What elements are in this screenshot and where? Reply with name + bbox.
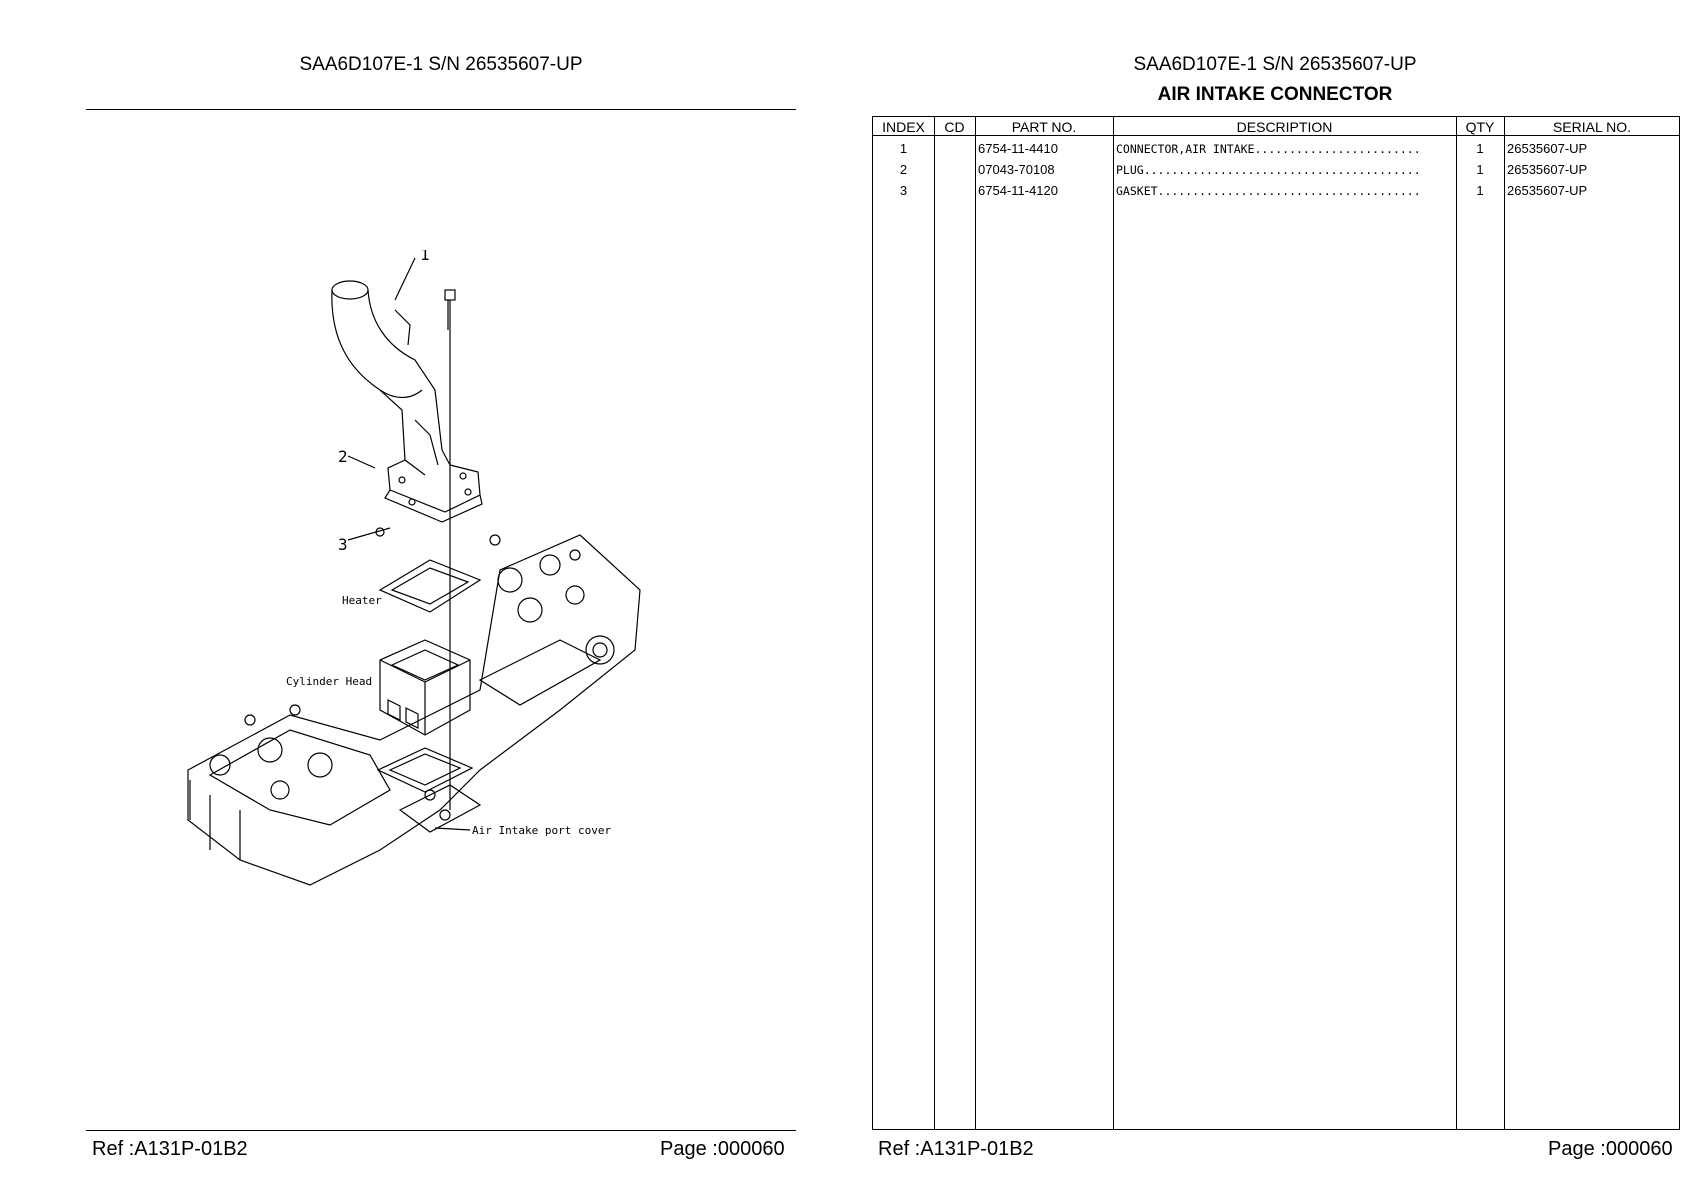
gasket-part	[378, 559, 482, 613]
left-footer-page: Page :000060	[660, 1138, 785, 1160]
row-index: 2	[899, 162, 908, 177]
right-page-title: SAA6D107E-1 S/N 26535607-UP	[1133, 54, 1417, 75]
row-index: 1	[899, 141, 908, 156]
left-header-divider	[86, 109, 796, 110]
callout-2: 2	[338, 447, 348, 466]
row-part-no: 6754-11-4120	[978, 183, 1058, 198]
column-divider	[1113, 117, 1114, 1129]
row-serial: 26535607-UP	[1507, 141, 1588, 156]
heater-label: Heater	[342, 594, 382, 607]
port-cover-label: Air Intake port cover	[472, 824, 611, 837]
cylinder-head-label: Cylinder Head	[286, 675, 372, 688]
column-header-serial-no: SERIAL NO.	[1552, 119, 1632, 135]
parts-table: INDEX CD PART NO. DESCRIPTION QTY SERIAL…	[872, 116, 1680, 1130]
column-divider	[975, 117, 976, 1129]
column-divider	[934, 117, 935, 1129]
row-serial: 26535607-UP	[1507, 183, 1588, 198]
row-qty: 1	[1476, 183, 1484, 198]
row-part-no: 6754-11-4410	[978, 141, 1058, 156]
column-header-index: INDEX	[882, 119, 925, 135]
row-description: CONNECTOR,AIR INTAKE....................…	[1116, 142, 1421, 156]
callout-3: 3	[338, 535, 348, 554]
column-header-description: DESCRIPTION	[1236, 119, 1333, 135]
right-footer-page: Page :000060	[1548, 1138, 1673, 1160]
column-header-cd: CD	[944, 119, 965, 135]
row-qty: 1	[1476, 141, 1484, 156]
row-description: GASKET..................................…	[1116, 184, 1421, 198]
callout-1: 1	[420, 250, 430, 264]
exploded-parts-drawing: 1 2 3 Heater Cylinder Head Air Intake po…	[187, 250, 641, 886]
row-part-no: 07043-70108	[978, 162, 1055, 177]
heater-part	[379, 639, 471, 736]
long-bolt	[444, 289, 456, 810]
air-intake-connector-part	[331, 280, 483, 523]
cylinder-head-block	[187, 534, 641, 886]
row-description: PLUG....................................…	[1116, 163, 1421, 177]
row-qty: 1	[1476, 162, 1484, 177]
left-footer-ref: Ref :A131P-01B2	[92, 1138, 248, 1160]
section-title: AIR INTAKE CONNECTOR	[1157, 84, 1393, 105]
lower-gasket-part	[376, 747, 474, 793]
left-page-title: SAA6D107E-1 S/N 26535607-UP	[299, 54, 583, 75]
table-row: 1 6754-11-4410 CONNECTOR,AIR INTAKE.....…	[873, 139, 1679, 160]
right-footer-ref: Ref :A131P-01B2	[878, 1138, 1034, 1160]
column-divider	[1504, 117, 1505, 1129]
row-serial: 26535607-UP	[1507, 162, 1588, 177]
column-header-qty: QTY	[1465, 119, 1495, 135]
table-row: 2 07043-70108 PLUG......................…	[873, 160, 1679, 181]
header-divider	[873, 135, 1679, 136]
column-header-part-no: PART NO.	[1011, 119, 1077, 135]
row-index: 3	[899, 183, 908, 198]
column-divider	[1456, 117, 1457, 1129]
left-footer-divider	[86, 1130, 796, 1131]
table-row: 3 6754-11-4120 GASKET...................…	[873, 181, 1679, 202]
